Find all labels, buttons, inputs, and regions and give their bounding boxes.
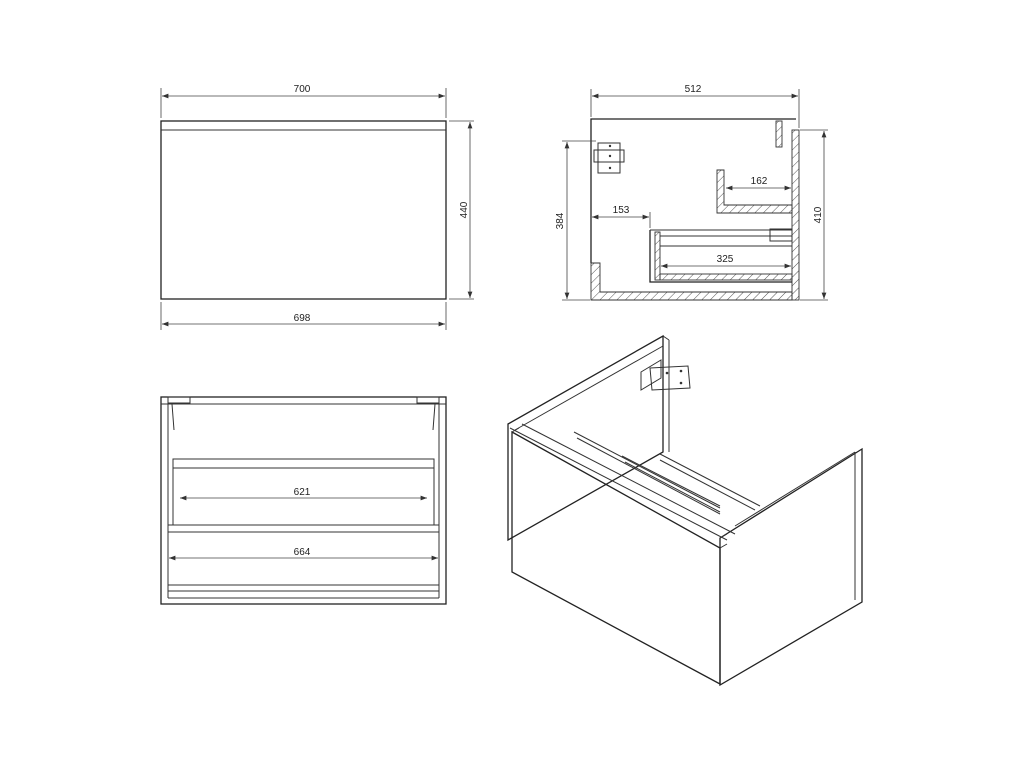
dimension-label-440: 440 — [459, 201, 470, 218]
dimension-label-410: 410 — [813, 206, 824, 223]
hinge-icon — [593, 142, 625, 174]
dimension-153: 153 — [592, 205, 651, 228]
dimension-384: 384 — [555, 140, 596, 301]
dimension-700: 700 — [160, 84, 447, 118]
dimension-325: 325 — [661, 254, 791, 269]
dimension-410: 410 — [800, 129, 828, 301]
dimension-162: 162 — [726, 176, 791, 191]
dimension-label-698: 698 — [294, 313, 311, 324]
dimension-label-325: 325 — [717, 254, 734, 265]
dimension-440: 440 — [449, 120, 474, 300]
dimension-label-384: 384 — [555, 212, 566, 229]
front-panel — [160, 120, 447, 300]
dimension-label-512: 512 — [685, 84, 702, 95]
dimension-label-621: 621 — [294, 487, 311, 498]
dimension-label-162: 162 — [751, 176, 768, 187]
side-section-view: 512 384 410 162 153 — [555, 84, 828, 301]
isometric-view — [507, 334, 863, 687]
plan-view: 621 664 — [160, 396, 447, 605]
hinge-icon — [640, 359, 691, 391]
dimension-621: 621 — [180, 487, 427, 501]
dimension-label-700: 700 — [294, 84, 311, 95]
dimension-label-153: 153 — [613, 205, 630, 216]
dimension-512: 512 — [590, 84, 800, 128]
front-view: 700 698 440 — [160, 84, 474, 330]
dimension-label-664: 664 — [294, 547, 311, 558]
dimension-664: 664 — [169, 547, 438, 561]
dimension-698: 698 — [160, 302, 447, 330]
